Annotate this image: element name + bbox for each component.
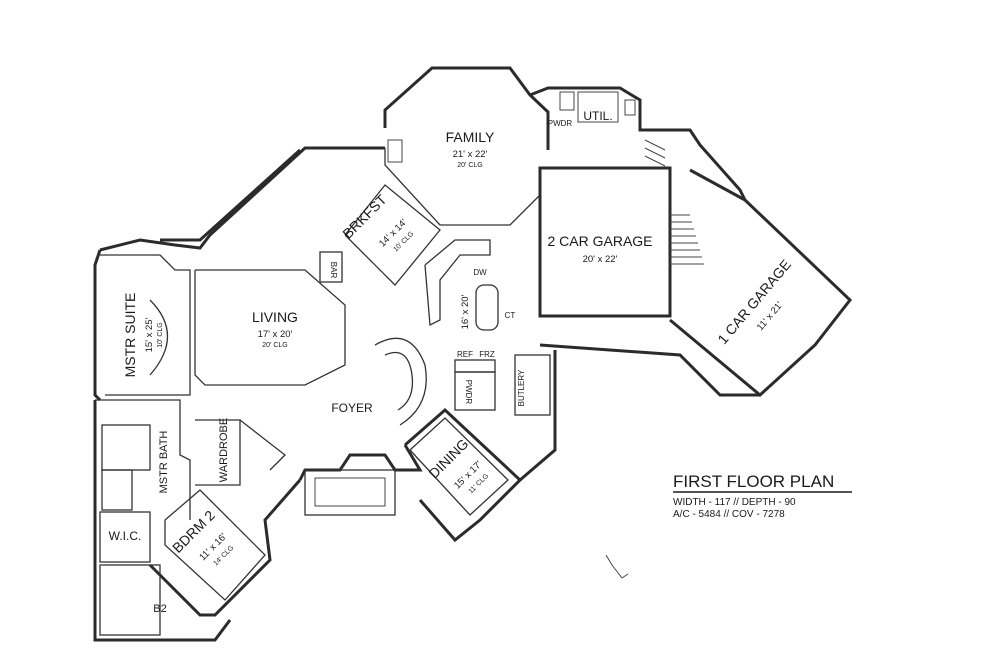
room-dim-family: 21' x 22' [453,149,488,160]
plan-title: FIRST FLOOR PLAN [673,472,834,491]
label-frz: FRZ [479,350,495,359]
room-clg-living: 20' CLG [262,342,287,349]
room-name-master-suite: MSTR SUITE [122,293,138,378]
room-name-garage2: 2 CAR GARAGE [547,233,652,249]
plan-specs-line2: A/C - 5484 // COV - 7278 [673,509,785,520]
plan-specs-line1: WIDTH - 117 // DEPTH - 90 [673,497,796,508]
room-dim-master-suite: 15' x 25' [144,317,155,352]
room-name-wic: W.I.C. [109,529,142,543]
room-dim-kitchen: 16' x 20' [460,294,471,329]
room-dim-living: 17' x 20' [258,329,293,340]
room-name-pwdr: PWDR [548,119,573,128]
room-name-bar: BAR [329,262,338,279]
room-name-util: UTIL. [583,109,612,123]
room-name-brkfst: BRKFST [339,191,390,242]
room-name-garage1: 1 CAR GARAGE [714,256,794,347]
label-ct: CT [505,311,516,320]
room-dim-garage2: 20' x 22' [583,254,618,265]
exterior-walls [93,66,853,642]
room-name-b2: B2 [153,603,166,615]
room-name-master-bath: MSTR BATH [158,431,170,494]
interior-walls [95,91,704,636]
title-block: FIRST FLOOR PLAN WIDTH - 117 // DEPTH - … [673,472,852,520]
room-name-family: FAMILY [446,129,495,145]
room-name-wardrobe: WARDROBE [218,418,230,482]
room-labels: FAMILY 21' x 22' 20' CLG PWDR UTIL. BRKF… [109,109,794,615]
room-name-living: LIVING [252,309,298,325]
room-name-butlery: BUTLERY [517,369,526,406]
room-name-pwdr2: PWDR [464,380,473,405]
room-name-foyer: FOYER [331,401,373,415]
label-ref: REF [457,350,473,359]
label-dw: DW [473,268,487,277]
room-clg-master-suite: 10' CLG [157,322,164,347]
room-clg-family: 20' CLG [457,162,482,169]
